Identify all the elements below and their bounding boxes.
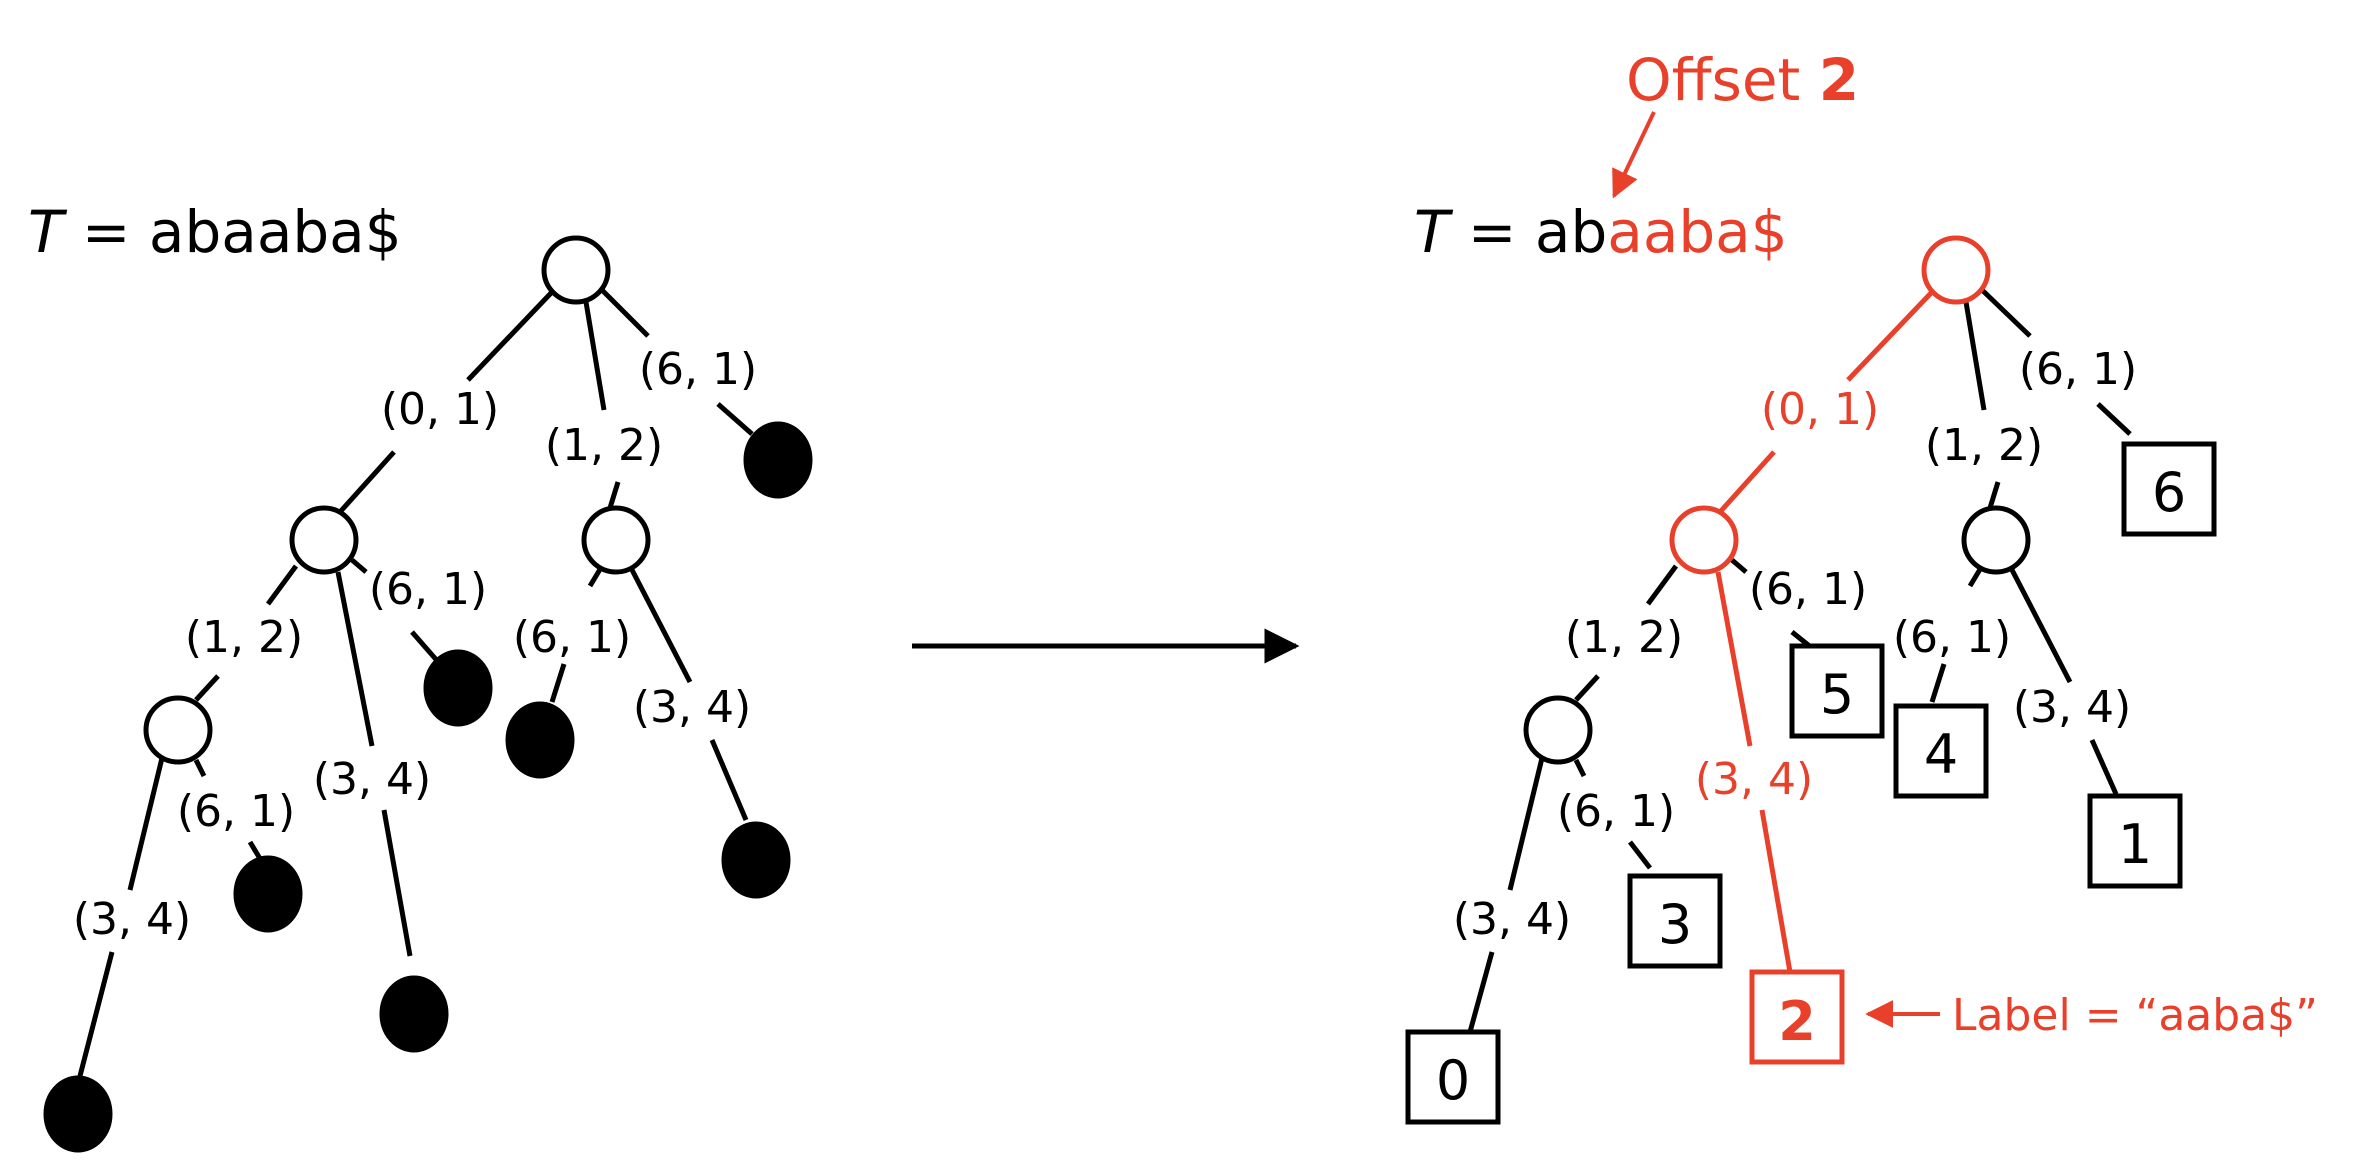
right-edge [2096,402,2132,436]
left-edge-label: (3, 4) [633,682,751,733]
leaf-value: 0 [1436,1049,1470,1112]
left-leaf-node [423,649,493,727]
leaf-box [2121,441,2217,537]
right-edge-label-highlight: (3, 4) [1695,754,1813,805]
right-edge-labels: (0, 1) (1, 2) (6, 1) (1, 2) (3, 4) (6, 1… [1453,344,2137,945]
left-edge-n2-a-lower [549,663,567,703]
offset-annotation: Offset 2 [1626,46,1859,114]
right-edge-label: (3, 4) [1453,894,1571,945]
leaf-box [1789,643,1885,739]
right-edge [1574,674,1600,702]
leaf-value: 6 [2152,461,2186,524]
left-edge-n1-c-lower [410,630,442,666]
right-internal-node-highlight [1669,505,1739,575]
left-internal-node [581,505,651,575]
leaf-value: 1 [2118,813,2152,876]
left-leaf-node [505,701,575,779]
right-edge-highlight [1846,290,1934,382]
left-edges [77,286,754,1077]
right-edge-label: (6, 1) [1557,786,1675,837]
left-edge-n1-a-lower [194,674,220,702]
left-leaf-node [43,1075,113,1153]
left-nodes [43,235,813,1153]
right-edge [1573,758,1587,778]
left-edge-label: (3, 4) [313,754,431,805]
right-edge [1963,301,1987,411]
right-edge-label: (6, 1) [1749,564,1867,615]
right-internal-node [1961,505,2031,575]
leaf-box [1893,703,1989,799]
left-leaf-node [721,821,791,899]
leaf-value: 4 [1924,723,1958,786]
leaf-box [1405,1029,1501,1125]
left-edge-label: (6, 1) [639,344,757,395]
right-title: T = abaaba$ [1414,198,1788,266]
right-edge [1645,564,1679,606]
right-edge [2007,564,2073,684]
leaf-value-highlight: 2 [1778,990,1816,1053]
left-edge-n2-b-lower [709,739,749,821]
left-edge-label: (6, 1) [369,564,487,615]
right-edge-label: (1, 2) [1925,420,2043,471]
right-nodes [1523,235,2031,765]
left-edge-n1-a [265,564,299,606]
offset-arrow [1612,111,1656,199]
left-edge-n1-c [350,558,368,574]
right-edge-highlight [1718,450,1776,514]
leaf-value: 3 [1658,893,1692,956]
left-root-node [541,235,611,305]
right-edge [1929,663,1947,703]
right-edge-label: (1, 2) [1565,612,1683,663]
right-edge [1730,558,1748,574]
left-edge-label: (6, 1) [177,786,295,837]
right-leaves: 6 5 4 1 3 2 0 [1405,441,2217,1125]
left-internal-node [289,505,359,575]
left-edge-n2-b [627,564,693,684]
leaf-box [1627,873,1723,969]
right-edge [1467,951,1495,1033]
left-edge-label: (1, 2) [545,420,663,471]
right-internal-node [1523,695,1593,765]
left-suffix-tree: T = abaaba$ (0, 1) (1 [28,198,813,1153]
left-edge-root-c-lower [716,402,754,436]
right-edge [2089,738,2119,796]
left-edge-label: (0, 1) [381,384,499,435]
label-annotation: Label = “aaba$” [1952,990,2318,1041]
left-edge-root-b-lower [607,481,621,509]
right-edge-label: (6, 1) [1893,612,2011,663]
leaf-value: 5 [1820,663,1854,726]
left-edge-n3-b [193,758,207,778]
right-edge-highlight [1715,571,1753,747]
left-leaf-node [233,855,303,933]
left-edge-root-a-lower [338,450,396,514]
left-edge-n3-a-lower [77,951,115,1077]
right-suffix-tree: Offset 2 T = abaaba$ [1405,46,2318,1125]
left-leaf-node [743,421,813,499]
right-edge-label-highlight: (0, 1) [1761,384,1879,435]
right-edge-label: (6, 1) [2019,344,2137,395]
left-internal-node [143,695,213,765]
left-edge-label: (1, 2) [185,612,303,663]
left-edge-labels: (0, 1) (1, 2) (6, 1) (1, 2) (3, 4) (6, 1… [73,344,757,945]
leaf-box [2087,793,2183,889]
left-leaf-node [379,975,449,1053]
left-edge-n1-b [335,571,375,747]
right-root-node [1921,235,1991,305]
leaf-box-highlight [1749,969,1845,1065]
right-edge-label: (3, 4) [2013,682,2131,733]
left-edge-label: (3, 4) [73,894,191,945]
right-edge [1978,286,2032,338]
right-edge [1628,840,1652,870]
right-edge-highlight [1759,809,1793,973]
left-edge-label: (6, 1) [513,612,631,663]
left-edge-root-a [466,290,554,382]
left-edge-n1-b-lower [381,809,413,957]
left-edge-root-b [583,301,607,411]
left-edge-root-c [598,286,650,338]
right-edge [1507,757,1545,891]
left-title: T = abaaba$ [28,198,402,266]
left-edge-n3-a [127,757,165,891]
right-edge [1987,481,2001,509]
